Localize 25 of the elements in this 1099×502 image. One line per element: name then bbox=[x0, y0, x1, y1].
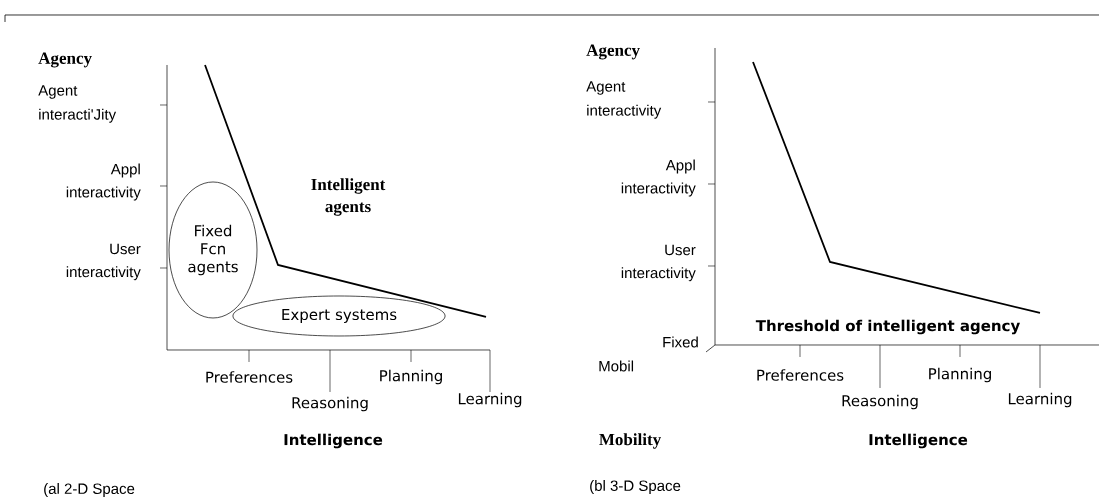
axis-title: Intelligence bbox=[869, 433, 968, 449]
axis-label: User interactivity bbox=[621, 244, 696, 282]
tick-label: Preferences bbox=[206, 371, 293, 383]
axis-label: User interactivity bbox=[66, 243, 141, 281]
caption: (al 2-D Space bbox=[44, 483, 135, 497]
tick-label: Preferences bbox=[757, 369, 844, 381]
tick-label: Planning bbox=[380, 369, 442, 385]
axis-label: Mobil bbox=[599, 360, 634, 372]
axis-title: Agency bbox=[586, 44, 640, 60]
axis-label: Appl interactivity bbox=[66, 163, 141, 201]
tick-label: Reasoning bbox=[292, 396, 368, 412]
axis-label: Fixed bbox=[663, 336, 698, 348]
caption: (bl 3-D Space bbox=[590, 480, 681, 494]
tick-label: Reasoning bbox=[842, 394, 918, 410]
threshold-label: Threshold of intelligent agency bbox=[755, 319, 1020, 335]
tick-label: Planning bbox=[929, 367, 991, 383]
axis-label: Appl interactivity bbox=[621, 159, 696, 197]
axis-title: Mobility bbox=[599, 433, 661, 449]
axis-label: Agent interactivity bbox=[586, 81, 662, 119]
tick-label: Learning bbox=[458, 392, 522, 408]
axis-label: Agent interacti'Jity bbox=[38, 85, 117, 123]
region-label: Intelligent agents bbox=[311, 178, 386, 216]
axis-title: Agency bbox=[38, 52, 92, 68]
axis-title: Intelligence bbox=[284, 433, 383, 449]
tick-label: Learning bbox=[1008, 392, 1072, 408]
